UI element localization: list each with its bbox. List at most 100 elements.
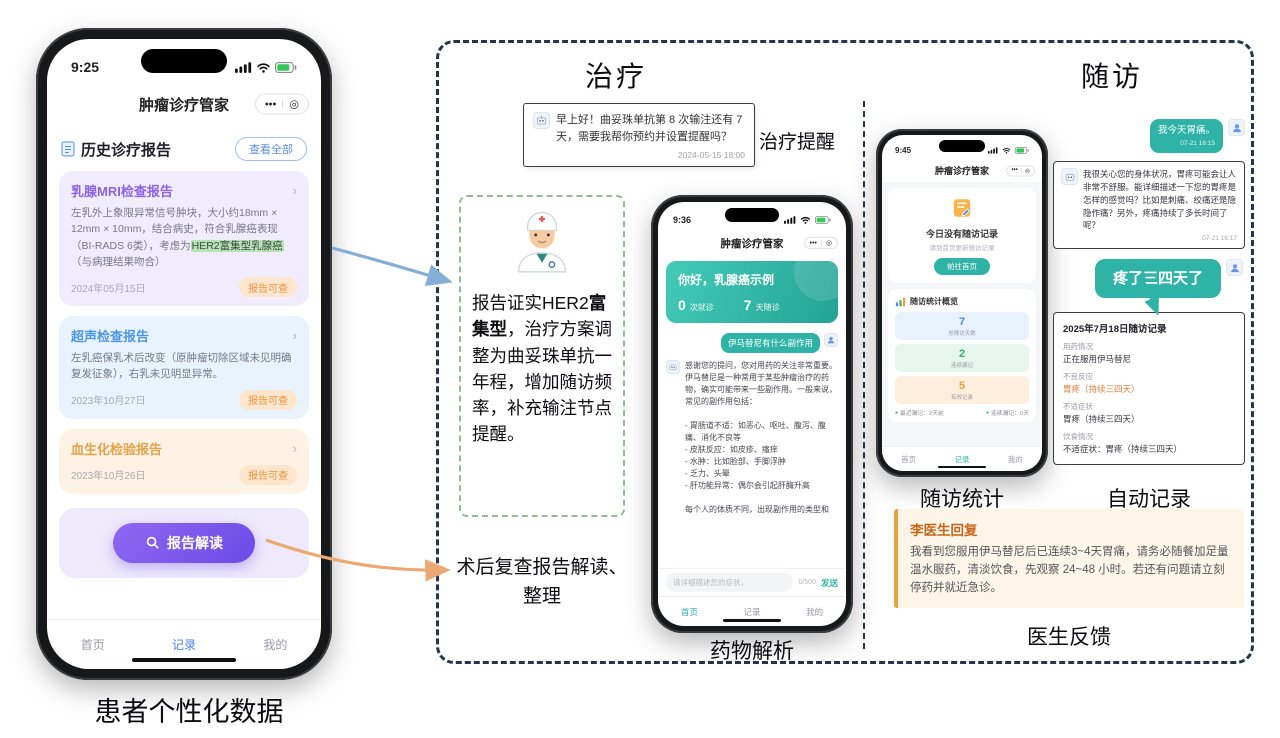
- app-header: 肿瘤诊疗管家 ••• ◎: [47, 83, 321, 125]
- capsule-divider: [1020, 167, 1022, 174]
- send-button[interactable]: 发送: [820, 577, 838, 588]
- battery-icon: [275, 61, 297, 73]
- miniprogram-capsule[interactable]: ••• ◎: [254, 93, 309, 115]
- message-time: 07-21 16:17: [1202, 235, 1237, 243]
- more-icon[interactable]: •••: [809, 239, 817, 247]
- caption-doctor-feedback: 医生反馈: [1027, 626, 1111, 649]
- capsule-divider: [820, 239, 822, 247]
- bar-chart-icon: [895, 297, 906, 306]
- caption-followup-stats: 随访统计: [920, 488, 1004, 511]
- doctor-note-text: 报告证实HER2富集型，治疗方案调整为曲妥珠单抗一年程，增加随访频率，补充输注节…: [472, 293, 612, 445]
- doctor-feedback-card: 李医生回复 我看到您服用伊马替尼后已连续3~4天胃痛，请务必随餐加足量温水服药，…: [894, 509, 1244, 609]
- symptom-input[interactable]: 请详细描述您的症状，: [666, 573, 794, 592]
- char-counter: 0/500: [798, 579, 816, 586]
- stats-footer-left: ●最近漏记：2天前: [895, 409, 944, 418]
- target-icon[interactable]: ◎: [825, 240, 832, 247]
- more-icon[interactable]: •••: [1011, 167, 1018, 174]
- record-field: 饮食情况 不适症状：胃疼（持续三四天）: [1063, 432, 1183, 455]
- home-indicator: [723, 619, 781, 622]
- app-title: 肿瘤诊疗管家: [138, 96, 229, 114]
- caption-patient-data: 患者个性化数据: [94, 697, 284, 727]
- status-badge: 报告可查: [239, 277, 297, 298]
- target-icon[interactable]: ◎: [1024, 168, 1030, 174]
- record-field: 不适症状 胃疼（持续三四天）: [1063, 402, 1140, 425]
- battery-icon: [1015, 147, 1029, 154]
- interpret-section: 报告解读: [59, 507, 309, 578]
- status-bar: 9:45: [882, 135, 1042, 159]
- tab-home[interactable]: 首页: [901, 454, 917, 464]
- followup-stats-phone: 9:45 肿瘤诊疗管家 ••• ◎: [876, 129, 1048, 477]
- report-card-mri[interactable]: 乳腺MRI检查报告 › 左乳外上象限异常信号肿块，大小约18mm × 12mm …: [59, 171, 309, 307]
- section-title: 历史诊疗报告: [81, 141, 172, 159]
- stat-total-days: 7 总随访天数: [895, 312, 1029, 340]
- teal-dot-icon: ●: [985, 409, 989, 416]
- report-title: 血生化检验报告: [71, 441, 163, 457]
- go-home-button[interactable]: 前往首页: [934, 258, 990, 275]
- battery-icon: [815, 216, 831, 224]
- report-card-ultrasound[interactable]: 超声检查报告 › 左乳癌保乳术后改变（原肿瘤切除区域未见明确复发征象），右乳未见…: [59, 316, 309, 419]
- user-avatar-icon: [1228, 119, 1245, 136]
- document-icon: [61, 141, 75, 157]
- reminder-label: 治疗提醒: [759, 132, 836, 153]
- capsule-divider: [282, 98, 284, 110]
- report-interpret-button[interactable]: 报告解读: [113, 522, 255, 563]
- tab-profile[interactable]: 我的: [1007, 454, 1023, 464]
- dynamic-island: [725, 208, 779, 222]
- status-bar: 9:36: [658, 202, 846, 230]
- report-summary: 左乳癌保乳术后改变（原肿瘤切除区域未见明确复发征象），右乳未见明显异常。: [71, 352, 292, 381]
- tab-home[interactable]: 首页: [680, 606, 698, 617]
- record-title: 2025年7月18日随访记录: [1063, 324, 1167, 336]
- treatment-title: 治疗: [585, 61, 648, 92]
- miniprogram-capsule[interactable]: ••• ◎: [803, 237, 838, 249]
- tab-profile[interactable]: 我的: [806, 606, 824, 617]
- miniprogram-capsule[interactable]: ••• ◎: [1006, 165, 1035, 176]
- caption-drug-analysis: 药物解析: [710, 640, 794, 663]
- stats-title: 随访统计概览: [910, 297, 958, 306]
- doctor-reply-body: 我看到您服用伊马替尼后已连续3~4天胃痛，请务必随餐加足量温水服药，清淡饮食，先…: [910, 546, 1229, 594]
- signal-icon: [235, 61, 252, 73]
- stats-overview-card: 随访统计概览 7 总随访天数 2 连续漏记 5 有效记录: [888, 289, 1036, 422]
- postop-label: 术后复查报告解读、整理: [456, 557, 628, 608]
- view-all-button[interactable]: 查看全部: [235, 137, 307, 161]
- status-badge: 报告可查: [239, 389, 297, 410]
- status-time: 9:25: [71, 59, 100, 75]
- her2-highlight: HER2富集型乳腺癌: [190, 239, 284, 252]
- reminder-message: 早上好！曲妥珠单抗第 8 次输注还有 7 天，需要我帮你预约并设置提醒吗？: [556, 114, 743, 144]
- notebook-pencil-icon: [953, 199, 971, 217]
- auto-record-card: 2025年7月18日随访记录 用药情况 正在服用伊马替尼 不良反应 胃疼（持续三…: [1053, 312, 1245, 466]
- report-card-bloodwork[interactable]: 血生化检验报告 › 2023年10月26日 报告可查: [59, 428, 309, 494]
- app-title: 肿瘤诊疗管家: [934, 166, 989, 176]
- no-record-banner: 今日没有随访记录 请到首页更新随访记录 前往首页: [888, 188, 1036, 283]
- assistant-reply-card: 我很关心您的身体状况，胃疼可能会让人非常不舒服。能详细描述一下您的胃疼是怎样的感…: [1053, 161, 1245, 250]
- drug-analysis-phone: 9:36 肿瘤诊疗管家 ••• ◎: [651, 195, 853, 633]
- stats-footer-right: ●连续漏记：0天: [985, 409, 1029, 418]
- assistant-message: 感谢您的提问，您对用药的关注非常重要。伊马替尼是一种常用于某些肿瘤治疗的药物，确…: [685, 361, 837, 514]
- treatment-reminder-card: 早上好！曲妥珠单抗第 8 次输注还有 7 天，需要我帮你预约并设置提醒吗？ 20…: [523, 103, 755, 168]
- tab-records[interactable]: 记录: [954, 454, 970, 464]
- doctor-reply-title: 李医生回复: [910, 523, 978, 538]
- tab-records[interactable]: 记录: [171, 638, 196, 652]
- symptom-input-bar: 请详细描述您的症状， 0/500 发送: [658, 568, 846, 596]
- greeting-title: 你好，乳腺癌示例: [678, 273, 775, 287]
- green-dot-icon: ●: [895, 409, 899, 416]
- banner-title: 今日没有随访记录: [925, 229, 998, 239]
- tab-home[interactable]: 首页: [80, 638, 105, 652]
- chevron-right-icon: ›: [292, 440, 297, 456]
- target-icon[interactable]: ◎: [289, 98, 299, 111]
- user-message: 伊马替尼有什么副作用: [720, 333, 820, 353]
- tab-profile[interactable]: 我的: [263, 638, 288, 652]
- app-title: 肿瘤诊疗管家: [720, 237, 784, 250]
- followup-chat: 我今天胃痛。 07-21 16:15 我很关心您的身体状况，胃疼可能会让人非常不…: [1053, 119, 1245, 466]
- status-time: 9:45: [895, 146, 912, 155]
- report-date: 2023年10月27日: [71, 396, 146, 408]
- more-icon[interactable]: •••: [264, 98, 277, 110]
- record-field: 不良反应 胃疼（持续三四天）: [1063, 372, 1140, 395]
- report-date: 2024年05月15日: [71, 283, 146, 295]
- tab-records[interactable]: 记录: [743, 606, 761, 617]
- app-header: 肿瘤诊疗管家 ••• ◎: [658, 230, 846, 256]
- magnifier-icon: [146, 536, 159, 549]
- patient-data-phone: 9:25 肿瘤诊疗管家 ••• ◎: [36, 28, 332, 680]
- chevron-right-icon: ›: [292, 328, 297, 344]
